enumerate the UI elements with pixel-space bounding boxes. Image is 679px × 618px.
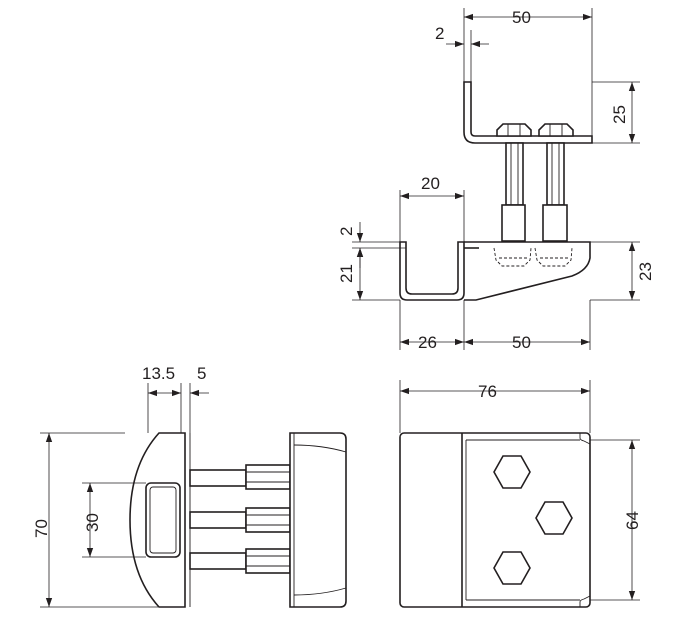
top-view-dimensions: 50 2 25 20 2 21 23 26 50 bbox=[337, 8, 655, 352]
dim-side-depth-b: 5 bbox=[197, 364, 206, 383]
side-view-dimensions: 13.5 5 70 30 bbox=[32, 364, 209, 608]
dim-top-offset: 2 bbox=[435, 24, 444, 43]
bolts bbox=[501, 142, 568, 242]
side-view bbox=[129, 432, 347, 608]
dim-side-height: 70 bbox=[32, 519, 51, 538]
dim-plan-width: 76 bbox=[478, 382, 497, 401]
dim-front-width: 26 bbox=[418, 333, 437, 352]
dim-side-depth-a: 13.5 bbox=[142, 364, 175, 383]
dim-thickness: 2 bbox=[337, 227, 356, 236]
dim-total-height: 23 bbox=[636, 262, 655, 281]
dim-top-height: 25 bbox=[610, 105, 629, 124]
dim-top-gap: 20 bbox=[421, 174, 440, 193]
dim-slot-height: 30 bbox=[83, 513, 102, 532]
dim-bracket-width: 50 bbox=[512, 333, 531, 352]
plan-view bbox=[399, 432, 591, 608]
u-channel-bracket bbox=[399, 241, 591, 301]
plan-view-dimensions: 76 64 bbox=[399, 380, 642, 601]
l-bracket-view bbox=[463, 81, 593, 144]
dim-plan-height: 64 bbox=[623, 511, 642, 530]
dim-inner-height: 21 bbox=[337, 264, 356, 283]
dim-top-width: 50 bbox=[512, 8, 531, 27]
